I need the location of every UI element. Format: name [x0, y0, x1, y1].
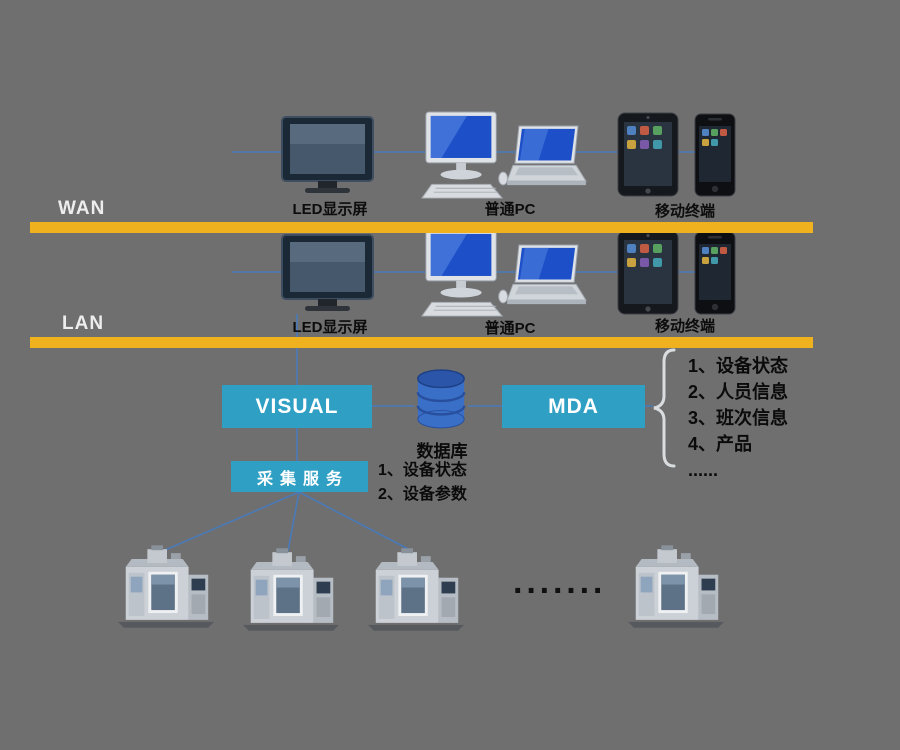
cnc-machine-icon-1	[112, 545, 220, 634]
laptop-icon-lan	[505, 243, 589, 315]
mda-system-box: MDA	[502, 385, 645, 428]
mobile-label-lan: 移动终端	[654, 318, 715, 335]
desktop-pc-icon-lan	[420, 228, 508, 326]
mda-output-item: 4、产品	[688, 434, 753, 454]
database-icon	[414, 367, 468, 436]
collection-service-box: 采集服务	[231, 461, 368, 492]
desktop-pc-icon-wan	[420, 110, 508, 208]
tablet-icon-lan	[617, 230, 679, 320]
cnc-machine-icon-4	[622, 545, 730, 634]
laptop-icon-wan	[505, 124, 589, 196]
pc-label-lan: 普通PC	[484, 320, 536, 337]
mda-output-list: 1、设备状态 2、人员信息 3、班次信息 4、产品 ......	[688, 353, 788, 483]
smartphone-icon-lan	[694, 231, 736, 320]
database-content-item: 2、设备参数	[378, 486, 467, 503]
database-label: 数据库	[416, 442, 468, 461]
pc-label-wan: 普通PC	[484, 201, 536, 218]
wan-zone-label: WAN	[58, 198, 106, 219]
mda-output-item: ......	[688, 460, 719, 480]
brace-icon	[653, 348, 676, 468]
led-display-label-lan: LED显示屏	[292, 319, 368, 336]
visual-system-box: VISUAL	[222, 385, 372, 428]
lan-network-bar	[30, 337, 813, 348]
wan-network-bar	[30, 222, 813, 233]
cnc-machine-icon-3	[362, 548, 470, 637]
led-display-label-wan: LED显示屏	[292, 201, 368, 218]
smartphone-icon-wan	[694, 113, 736, 202]
led-display-icon-lan	[280, 233, 375, 320]
led-display-icon-wan	[280, 115, 375, 202]
mda-output-item: 2、人员信息	[688, 382, 789, 402]
mda-output-item: 3、班次信息	[688, 408, 789, 428]
mobile-label-wan: 移动终端	[654, 203, 715, 220]
tablet-icon-wan	[617, 112, 679, 202]
cnc-machine-icon-2	[237, 548, 345, 637]
lan-zone-label: LAN	[62, 313, 105, 334]
database-content-item: 1、设备状态	[378, 462, 467, 479]
database-content-list: 1、设备状态 2、设备参数	[378, 459, 467, 507]
more-machines-dots: ·······	[513, 572, 607, 610]
mda-output-item: 1、设备状态	[688, 356, 789, 376]
